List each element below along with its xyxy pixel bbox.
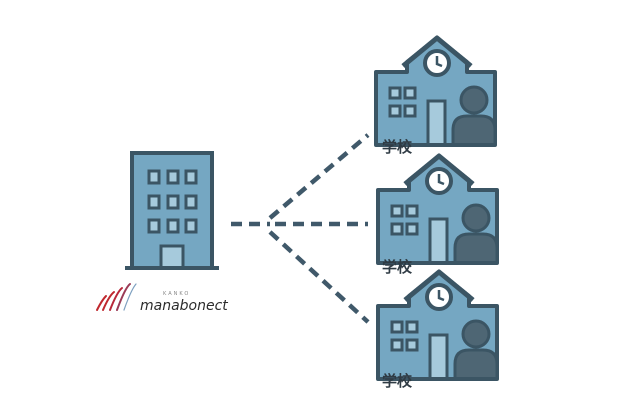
logo-text: manabonect bbox=[140, 298, 228, 314]
school-label: 学校 bbox=[382, 372, 413, 390]
school-2: 学校 bbox=[378, 156, 497, 276]
school-1: 学校 bbox=[376, 38, 495, 156]
school-3: 学校 bbox=[378, 272, 497, 390]
connection-line-bottom bbox=[268, 230, 370, 324]
school-label: 学校 bbox=[382, 258, 413, 276]
school-icon bbox=[378, 272, 497, 379]
logo-mark-icon bbox=[96, 283, 137, 311]
school-icon bbox=[376, 38, 495, 145]
manabonect-logo: KANKO manabonect bbox=[96, 283, 228, 314]
connection-line-top bbox=[268, 133, 370, 220]
school-icon bbox=[378, 156, 497, 263]
connection-lines bbox=[231, 133, 370, 324]
company-building-icon bbox=[125, 151, 219, 270]
school-label: 学校 bbox=[382, 138, 413, 156]
logo-small-text: KANKO bbox=[163, 291, 190, 297]
